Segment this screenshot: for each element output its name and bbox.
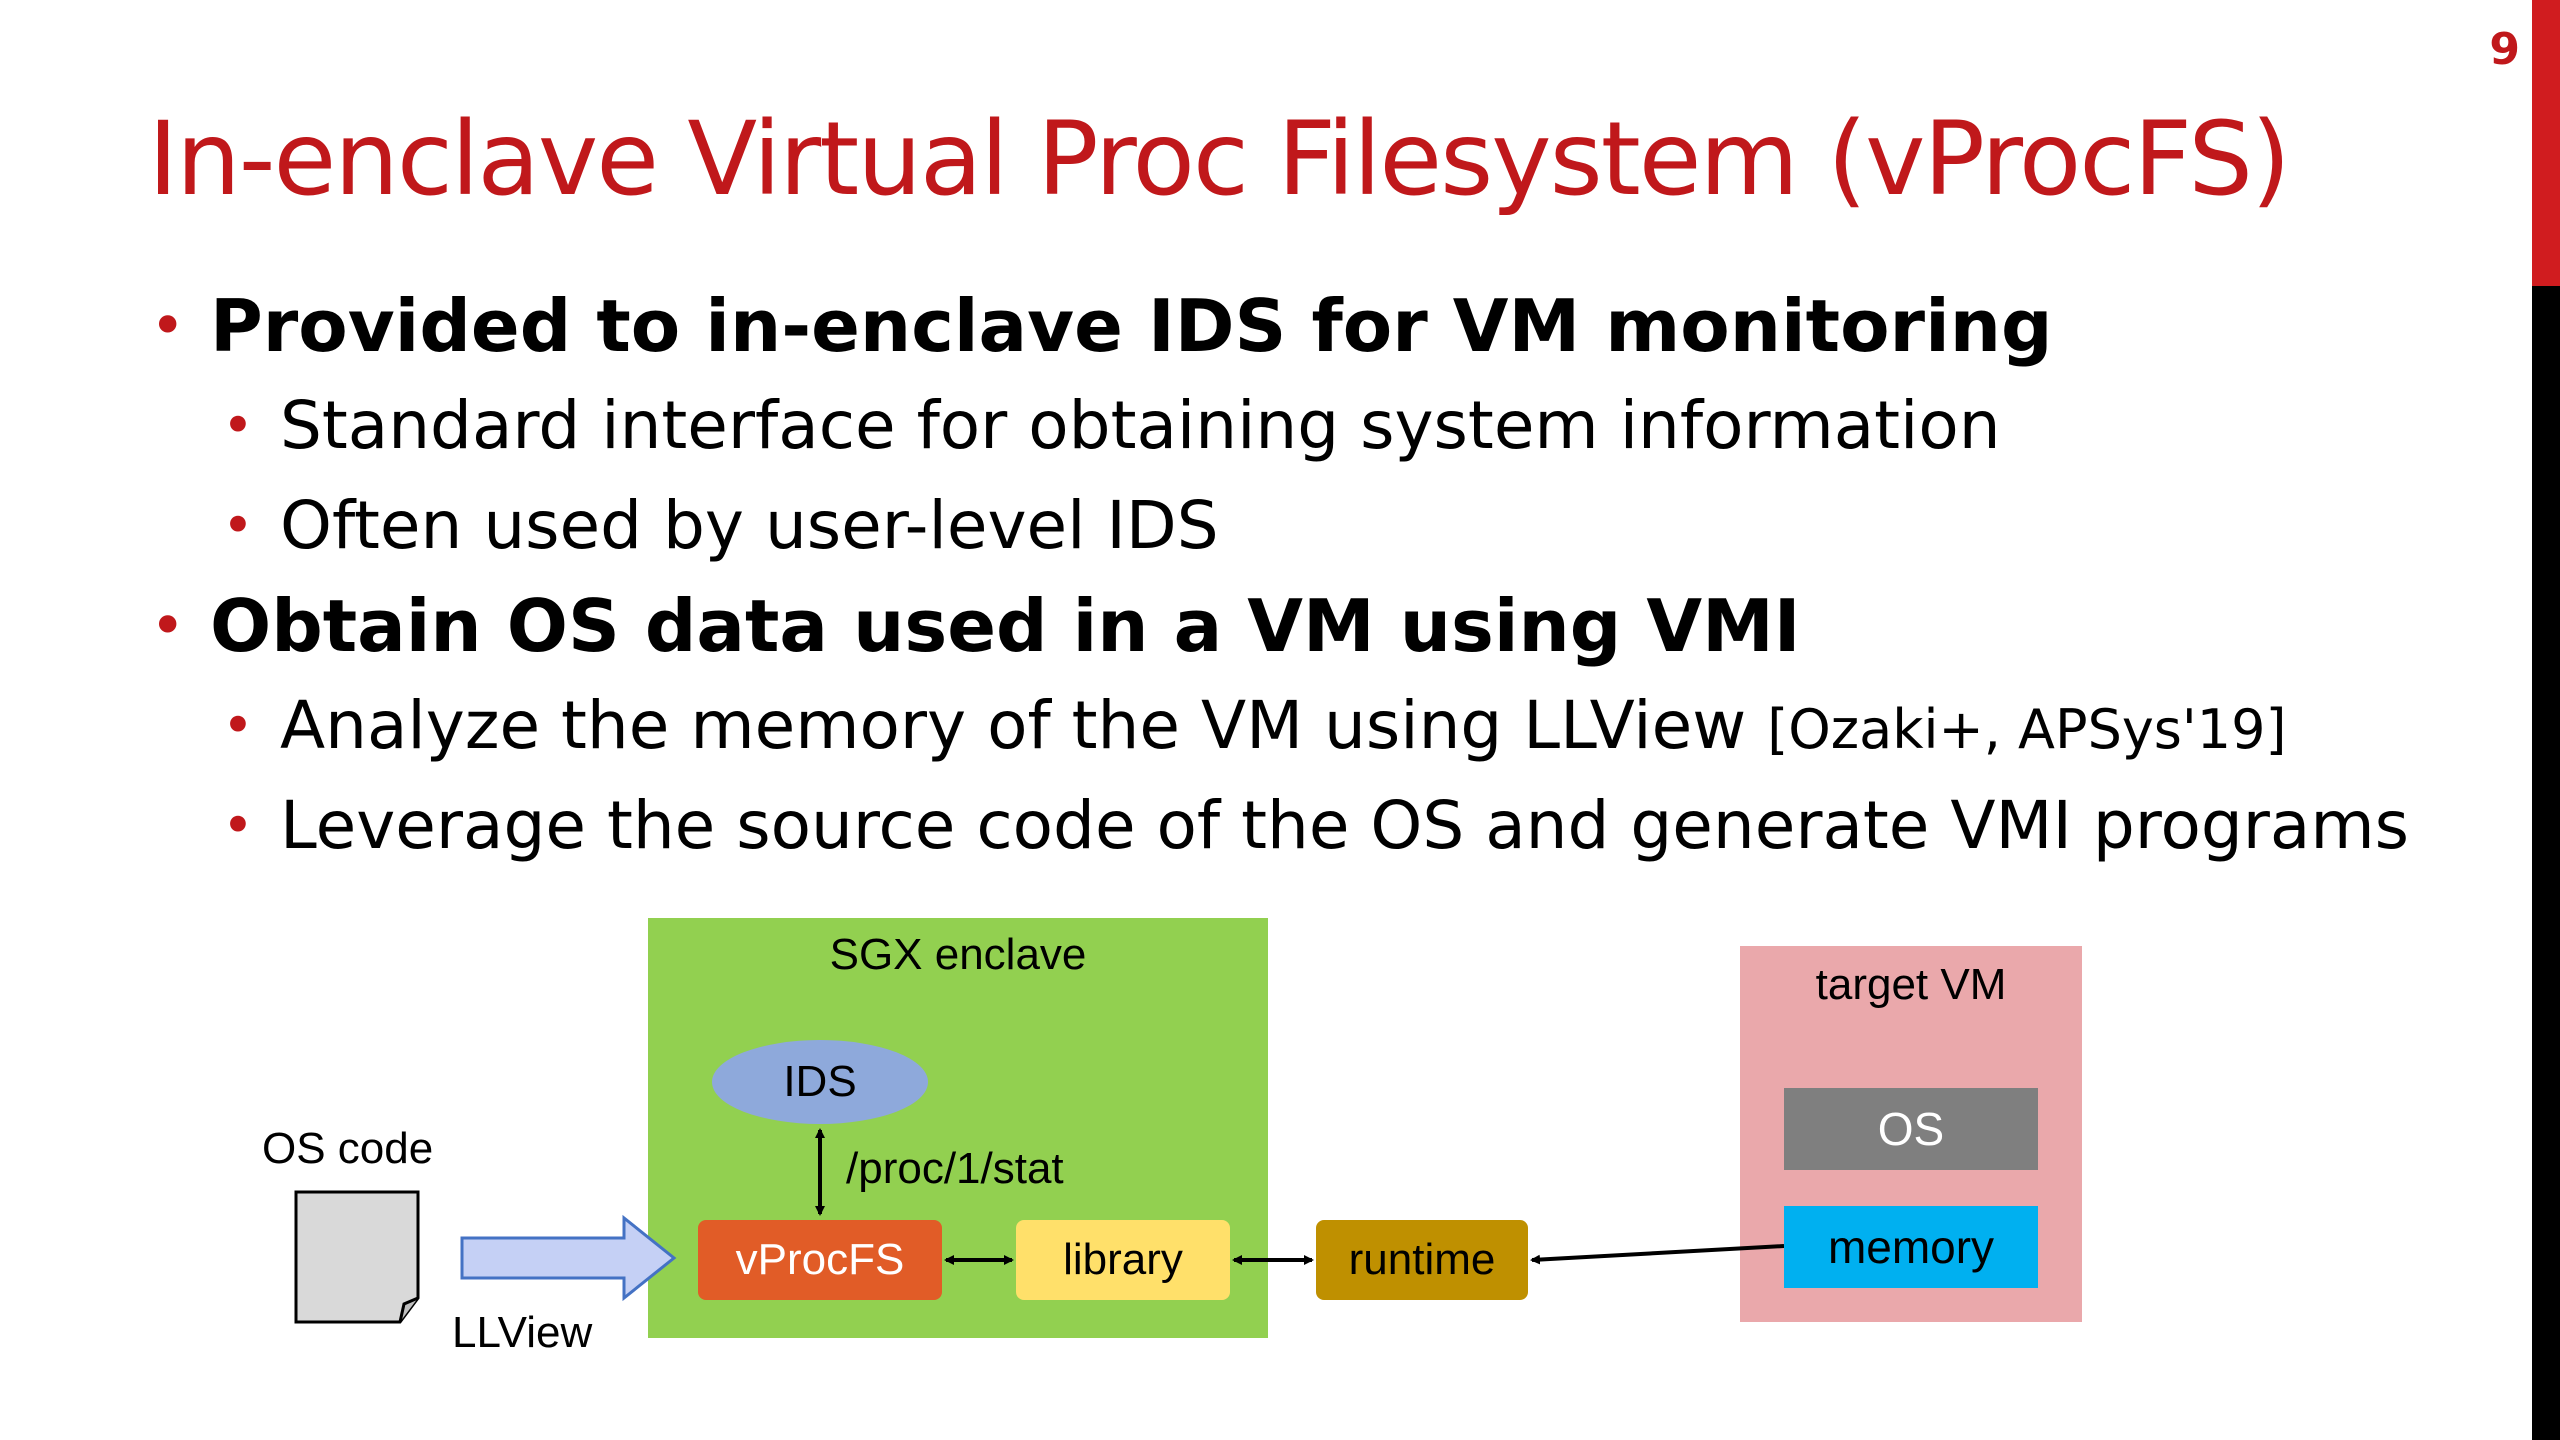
sub-bullet-text: Analyze the memory of the VM using LLVie… xyxy=(280,687,1747,764)
bullet-item: • Obtain OS data used in a VM using VMI xyxy=(150,576,2409,676)
os-node: OS xyxy=(1784,1088,2038,1170)
llview-arrow xyxy=(460,1214,677,1302)
page-number: 9 xyxy=(2489,24,2520,75)
bullet-text: Obtain OS data used in a VM using VMI xyxy=(210,584,1801,668)
citation: [Ozaki+, APSys'19] xyxy=(1767,698,2287,761)
sub-bullet-item: • Analyze the memory of the VM using LLV… xyxy=(150,676,2409,776)
target-vm-label: target VM xyxy=(1815,960,2007,1009)
memory-node: memory xyxy=(1784,1206,2038,1288)
sgx-enclave-label: SGX enclave xyxy=(829,930,1087,979)
llview-label: LLView xyxy=(452,1308,593,1357)
bullet-dot-icon: • xyxy=(150,591,186,661)
bullet-dot-icon: • xyxy=(222,394,254,457)
sub-bullet-item: • Often used by user-level IDS xyxy=(150,476,2409,576)
slide-title: In-enclave Virtual Proc Filesystem (vPro… xyxy=(148,100,2291,219)
bullet-list: • Provided to in-enclave IDS for VM moni… xyxy=(150,276,2409,876)
sub-bullet-item: • Leverage the source code of the OS and… xyxy=(150,776,2409,876)
sub-bullet-text: Often used by user-level IDS xyxy=(280,487,1219,564)
document-icon xyxy=(294,1190,420,1324)
accent-bar-red xyxy=(2532,0,2560,286)
memory-runtime-arrow xyxy=(1530,1244,1785,1265)
sub-bullet-item: • Standard interface for obtaining syste… xyxy=(150,376,2409,476)
library-node: library xyxy=(1016,1220,1230,1300)
bullet-dot-icon: • xyxy=(222,794,254,857)
ids-node: IDS xyxy=(712,1040,928,1124)
vprocfs-node: vProcFS xyxy=(698,1220,942,1300)
sub-bullet-text: Standard interface for obtaining system … xyxy=(280,387,2001,464)
bullet-dot-icon: • xyxy=(222,494,254,557)
bullet-dot-icon: • xyxy=(222,694,254,757)
bullet-text: Provided to in-enclave IDS for VM monito… xyxy=(210,284,2053,368)
runtime-node: runtime xyxy=(1316,1220,1528,1300)
proc-path-label: /proc/1/stat xyxy=(846,1144,1064,1193)
bullet-dot-icon: • xyxy=(150,291,186,361)
bullet-item: • Provided to in-enclave IDS for VM moni… xyxy=(150,276,2409,376)
os-code-label: OS code xyxy=(262,1124,434,1173)
sub-bullet-text: Leverage the source code of the OS and g… xyxy=(280,787,2410,864)
accent-bar-black xyxy=(2532,286,2560,1440)
